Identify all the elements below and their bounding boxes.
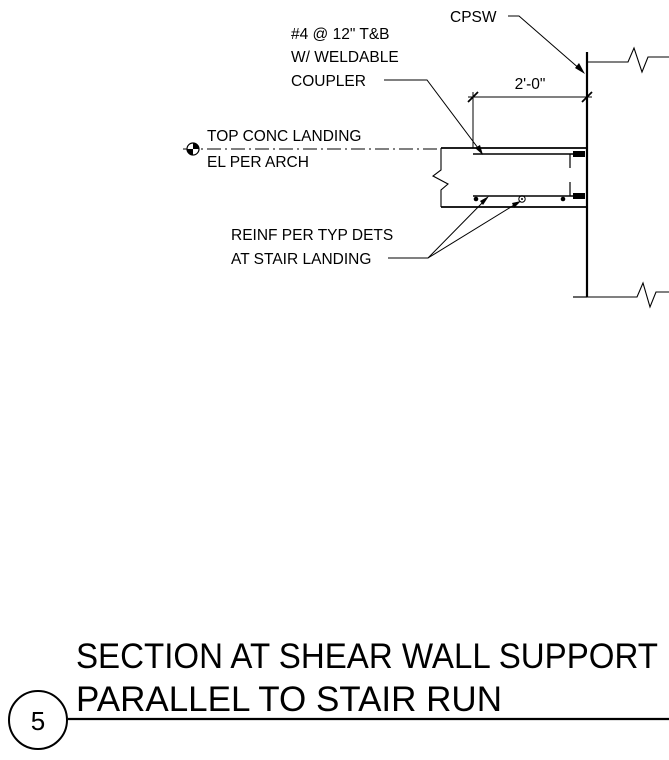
rebar-callout-line1: #4 @ 12" T&B bbox=[291, 26, 390, 43]
rebar bbox=[473, 151, 585, 203]
rebar-leader bbox=[384, 79, 483, 155]
detail-number-circle bbox=[8, 690, 68, 750]
elevation-marker bbox=[183, 142, 441, 156]
reinf-callout-line2: AT STAIR LANDING bbox=[231, 251, 371, 268]
reinf-leaders bbox=[388, 196, 521, 259]
reinf-callout-line1: REINF PER TYP DETS bbox=[231, 227, 393, 244]
wall-leader bbox=[508, 15, 585, 74]
dimension-2ft bbox=[467, 91, 593, 148]
title-line1: SECTION AT SHEAR WALL SUPPORT bbox=[76, 637, 658, 676]
elevation-label-line1: TOP CONC LANDING bbox=[207, 128, 361, 145]
rebar-callout-line3: COUPLER bbox=[291, 73, 366, 90]
shear-wall bbox=[573, 46, 669, 309]
rebar-callout-line2: W/ WELDABLE bbox=[291, 49, 399, 66]
detail-number: 5 bbox=[31, 706, 45, 736]
title-line2: PARALLEL TO STAIR RUN bbox=[76, 680, 502, 719]
wall-callout-label: CPSW bbox=[450, 9, 497, 26]
dimension-label: 2'-0" bbox=[515, 76, 546, 93]
elevation-label-line2: EL PER ARCH bbox=[207, 154, 309, 171]
